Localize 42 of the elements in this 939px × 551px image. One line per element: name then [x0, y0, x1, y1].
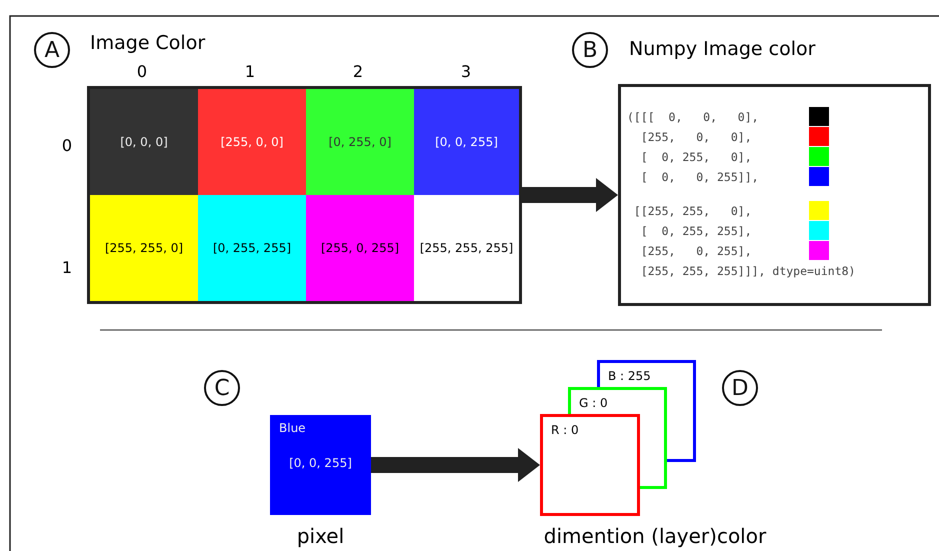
- code-line: [ 0, 255, 255],: [640, 223, 752, 239]
- code-line: [255, 0, 0],: [640, 129, 752, 145]
- code-line: [255, 255, 255]]], dtype=uint8): [640, 263, 856, 279]
- pixel-cell: [255, 0, 0]: [198, 89, 306, 195]
- index-number: 0: [136, 62, 148, 81]
- code-line: [[255, 255, 0],: [632, 203, 752, 219]
- arrow: [371, 448, 540, 482]
- channel-layer: [568, 387, 667, 414]
- circled-letter: A: [34, 32, 70, 68]
- pixel-cell: [255, 0, 255]: [306, 195, 414, 301]
- image-grid: [87, 86, 522, 304]
- code-panel: [618, 84, 931, 306]
- circled-letter: C: [204, 370, 240, 406]
- pixel-cell: [0, 0, 255]: [414, 89, 519, 195]
- code-line: [ 0, 255, 0],: [640, 149, 752, 165]
- index-number: 1: [60, 258, 74, 277]
- code-line: [ 0, 0, 255]],: [640, 169, 759, 185]
- name-label: pixel: [296, 524, 346, 548]
- rgb-value: [0, 0, 255]: [288, 456, 353, 470]
- pixel-cell: [0, 255, 255]: [198, 195, 306, 301]
- pixel-cell: [0, 255, 0]: [306, 89, 414, 195]
- index-number: 2: [352, 62, 364, 81]
- index-number: 3: [460, 62, 472, 81]
- heading: Image Color: [90, 32, 206, 54]
- index-number: 0: [60, 136, 74, 155]
- channel-value: R : 0: [551, 423, 579, 437]
- circled-letter: D: [722, 370, 758, 406]
- arrow: [522, 178, 618, 212]
- channel-layer: [540, 414, 640, 516]
- caption: dimention (layer)color: [542, 524, 768, 548]
- circled-letter: B: [572, 32, 608, 68]
- color-name: Blue: [279, 421, 306, 435]
- channel-value: G : 0: [579, 396, 608, 410]
- pixel-cell: [255, 255, 0]: [90, 195, 198, 301]
- index-number: 1: [244, 62, 256, 81]
- heading: Numpy Image color: [629, 38, 816, 60]
- channel-value: B : 255: [608, 369, 651, 383]
- channel-layer: [597, 360, 696, 387]
- pixel-cell: [0, 0, 0]: [90, 89, 198, 195]
- code-line: ([[[ 0, 0, 0],: [627, 109, 759, 125]
- code-line: [255, 0, 255],: [640, 243, 752, 259]
- pixel-square: [270, 415, 371, 515]
